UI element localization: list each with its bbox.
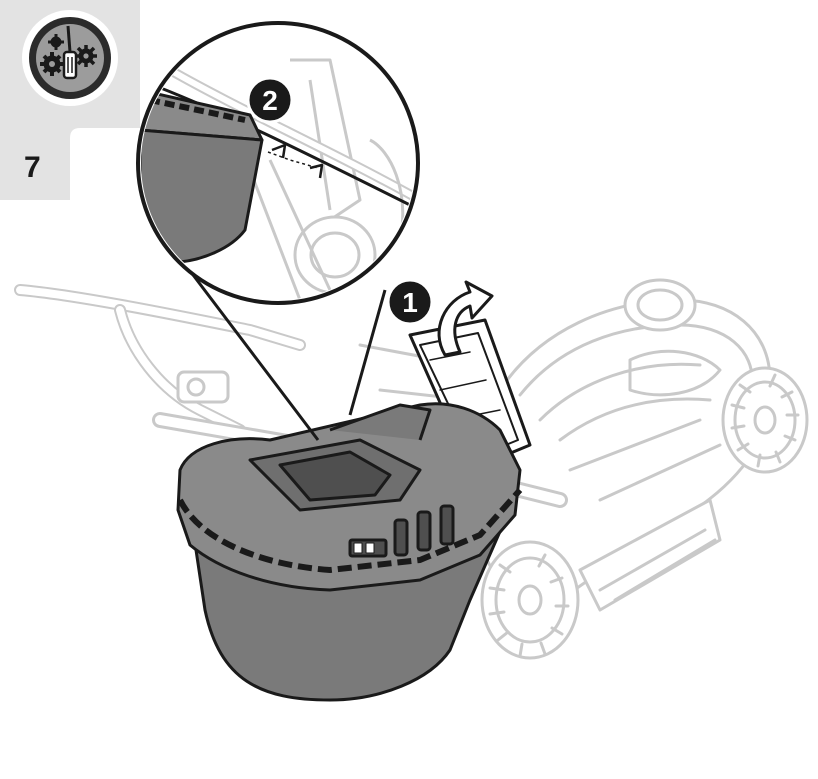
callout-2-label: 2 <box>262 85 278 116</box>
lift-arrow-icon <box>437 280 494 357</box>
tool-badge <box>22 10 118 106</box>
callout-1: 1 <box>386 278 434 326</box>
callout-2: 2 <box>246 76 294 124</box>
detail-magnifier <box>136 21 420 441</box>
callout-1-label: 1 <box>402 287 418 318</box>
tools-gears-icon <box>40 25 97 80</box>
step-number: 7 <box>24 151 41 184</box>
grass-box <box>176 402 523 702</box>
